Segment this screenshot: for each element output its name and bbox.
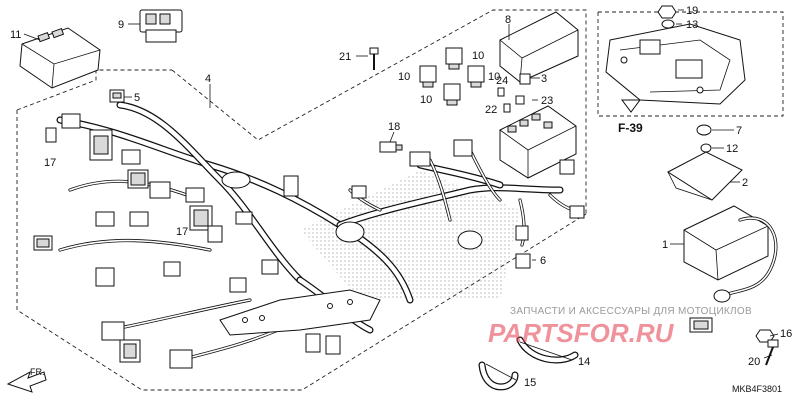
callout-9: 9 [118, 19, 124, 31]
callout-18: 18 [388, 121, 400, 133]
relay-10-c [467, 65, 485, 88]
mount-detail [605, 23, 746, 105]
callout-14: 14 [578, 356, 590, 368]
bolt-part-21 [369, 47, 379, 70]
front-label: FR. [30, 367, 45, 377]
tube-part-14 [516, 336, 579, 364]
callout-20: 20 [748, 356, 760, 368]
fuse-part-3 [519, 73, 531, 85]
callout-24: 24 [496, 75, 508, 87]
callout-4: 4 [205, 73, 211, 85]
diagram-code: MKB4F3801 [732, 384, 782, 394]
callout-16: 16 [780, 328, 792, 340]
watermark-brand: PARTSFOR.RU [488, 318, 675, 348]
callout-2: 2 [742, 177, 748, 189]
washer-part-13 [661, 19, 675, 29]
callout-17a: 17 [44, 157, 56, 169]
ecu-cover-part-11 [19, 27, 101, 89]
callout-10d: 10 [420, 94, 432, 106]
watermark-tagline: ЗАПЧАСТИ И АКСЕССУАРЫ ДЛЯ МОТОЦИКЛОВ [510, 306, 752, 317]
callout-3: 3 [541, 73, 547, 85]
callout-10a: 10 [472, 50, 484, 62]
callout-23: 23 [541, 95, 553, 107]
connector-part-9 [139, 9, 183, 43]
main-fuse-block [499, 105, 577, 179]
callout-6: 6 [540, 255, 546, 267]
ref-arrow [621, 99, 641, 113]
callout-5: 5 [134, 92, 140, 104]
bolt-part-20 [765, 339, 779, 366]
regulator-part-1 [683, 205, 778, 333]
harness-bracket [219, 289, 381, 336]
leader-lines [23, 9, 779, 381]
callout-21: 21 [339, 51, 351, 63]
callout-10c: 10 [488, 71, 500, 83]
relay-10-b [419, 65, 437, 88]
relay-10-a [445, 47, 463, 70]
callout-10b: 10 [398, 71, 410, 83]
fuse-part-22 [503, 103, 511, 113]
relay-10-d [443, 83, 461, 106]
callout-13: 13 [686, 19, 698, 31]
callout-11: 11 [10, 29, 21, 41]
callout-7: 7 [736, 125, 742, 137]
harness-group-outline [16, 9, 587, 391]
mount-detail-outline [597, 11, 784, 117]
collar-part-12 [700, 143, 712, 153]
dotted-shade [300, 170, 520, 300]
connector-part-5 [109, 89, 125, 103]
ref-label: F-39 [618, 121, 643, 135]
nut-part-19 [657, 5, 677, 19]
callout-1: 1 [662, 239, 668, 251]
fuse-box-part-8 [499, 11, 579, 83]
callout-15: 15 [524, 377, 536, 389]
fuse-part-24 [497, 87, 505, 97]
callout-22: 22 [485, 104, 497, 116]
fuse-part-23 [515, 95, 525, 105]
tube-part-15 [478, 361, 519, 391]
cover-part-2 [667, 151, 743, 201]
front-arrow-icon [6, 370, 47, 393]
grommet-part-7 [696, 124, 712, 136]
callout-8: 8 [505, 14, 511, 26]
clip-part-18 [379, 141, 403, 153]
callout-12: 12 [726, 143, 738, 155]
callout-19: 19 [686, 5, 698, 17]
callout-17b: 17 [176, 226, 188, 238]
harness-connectors [33, 113, 585, 369]
